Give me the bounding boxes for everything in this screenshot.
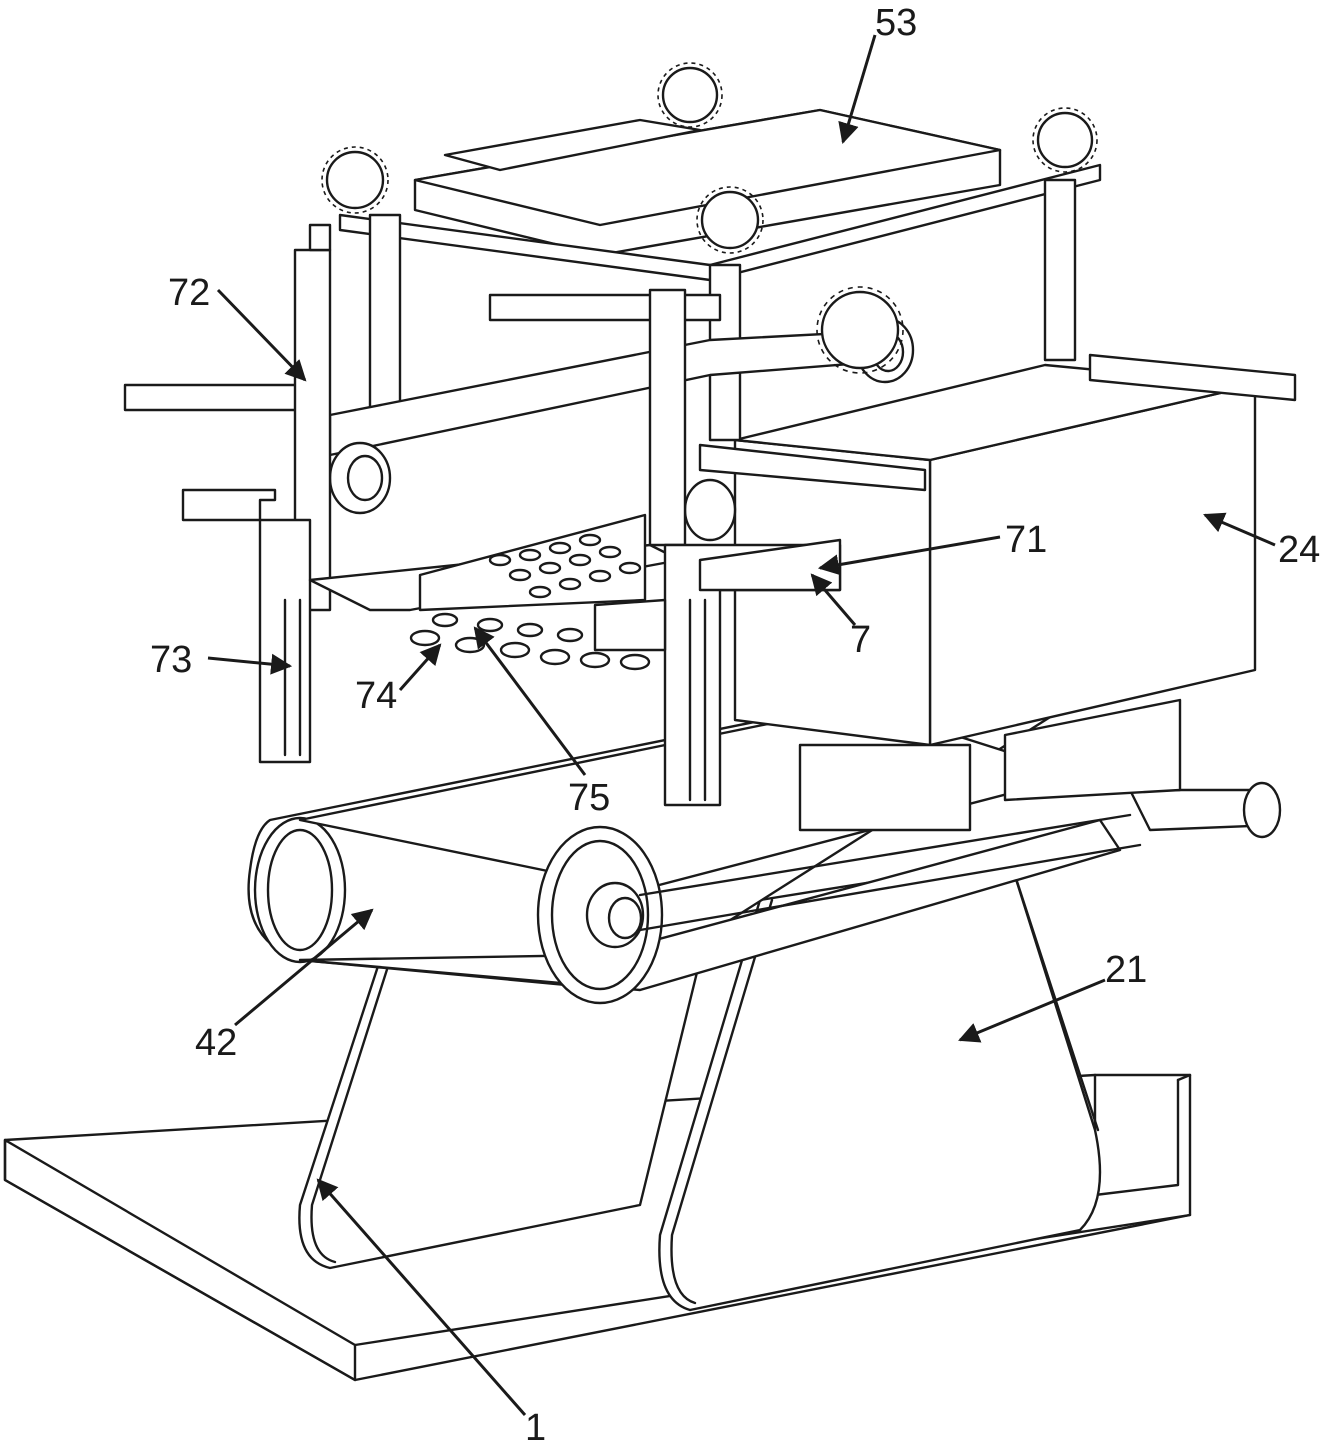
leader-lines <box>207 34 1276 1416</box>
leader-73 <box>207 653 293 675</box>
leader-21 <box>958 978 1106 1043</box>
leader-53 <box>838 34 877 145</box>
label-21: 21 <box>1105 949 1147 991</box>
gear-icon <box>1032 107 1098 173</box>
label-42: 42 <box>195 1022 237 1064</box>
label-7: 7 <box>850 619 871 661</box>
punch-holes <box>488 533 642 599</box>
label-1: 1 <box>525 1407 546 1445</box>
gear-icon <box>321 146 389 214</box>
label-75: 75 <box>568 777 610 819</box>
label-74: 74 <box>355 675 397 717</box>
leader-71 <box>817 535 1001 576</box>
label-71: 71 <box>1005 519 1047 561</box>
leader-74 <box>398 643 442 691</box>
leader-7 <box>810 573 857 626</box>
leader-24 <box>1203 512 1276 547</box>
gear-icon <box>816 286 904 374</box>
leader-75 <box>473 626 587 776</box>
gear-icons <box>321 62 1098 374</box>
reference-labels: 53 72 71 24 7 73 74 75 42 21 1 <box>150 2 1320 1445</box>
gear-icon <box>657 62 723 128</box>
label-73: 73 <box>150 639 192 681</box>
mold-frame <box>181 223 842 807</box>
springs <box>409 612 651 671</box>
leader-72 <box>216 288 307 382</box>
gear-icon <box>696 186 764 254</box>
leader-42 <box>234 908 374 1027</box>
label-24: 24 <box>1278 529 1320 571</box>
hopper-box <box>698 353 1297 832</box>
leader-1 <box>316 1178 527 1416</box>
label-53: 53 <box>875 2 917 44</box>
label-72: 72 <box>168 272 210 314</box>
support-legs <box>298 858 1102 1312</box>
